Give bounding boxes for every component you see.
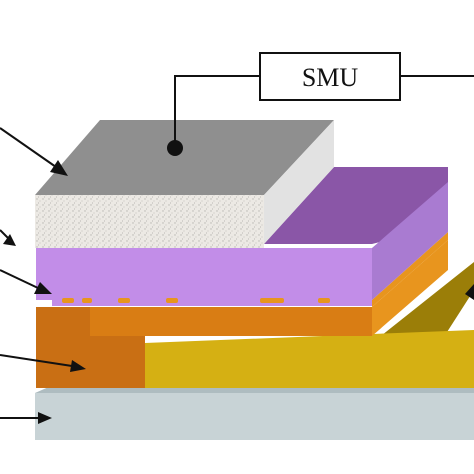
smu-label: SMU xyxy=(302,63,359,92)
arrow-right-edge xyxy=(465,284,474,300)
gold-layer-front xyxy=(145,330,474,388)
orange-side xyxy=(372,240,448,336)
probe-contact-point xyxy=(167,140,183,156)
top-electrode xyxy=(35,120,334,248)
orange-strip-front xyxy=(90,307,372,336)
smu-box: SMU xyxy=(259,52,401,101)
smu-wire-left xyxy=(174,75,260,148)
electrode-top-face xyxy=(35,120,334,195)
dark-orange-front xyxy=(36,307,145,388)
orange-side-top xyxy=(372,232,448,307)
pointer-arrows xyxy=(0,127,474,424)
electrode-side-face xyxy=(264,120,334,244)
smu-box-frame xyxy=(259,52,401,101)
orange-lower-layer xyxy=(36,232,448,388)
particle-row xyxy=(62,298,330,303)
arrow-dark-orange-layer xyxy=(0,354,86,372)
electrode-front-face xyxy=(35,195,264,248)
purple-front xyxy=(36,248,372,300)
substrate-front xyxy=(35,393,474,440)
arrow-purple-layer xyxy=(0,229,16,246)
arrow-substrate xyxy=(0,412,52,424)
arrow-electrode xyxy=(0,127,68,176)
purple-side xyxy=(372,182,448,300)
smu-circuit xyxy=(167,75,474,156)
thin-interface-layer xyxy=(52,294,372,306)
arrow-interface-layer xyxy=(0,269,52,294)
purple-layer xyxy=(36,167,448,306)
gold-layer xyxy=(145,262,474,388)
substrate-layer xyxy=(35,382,474,440)
